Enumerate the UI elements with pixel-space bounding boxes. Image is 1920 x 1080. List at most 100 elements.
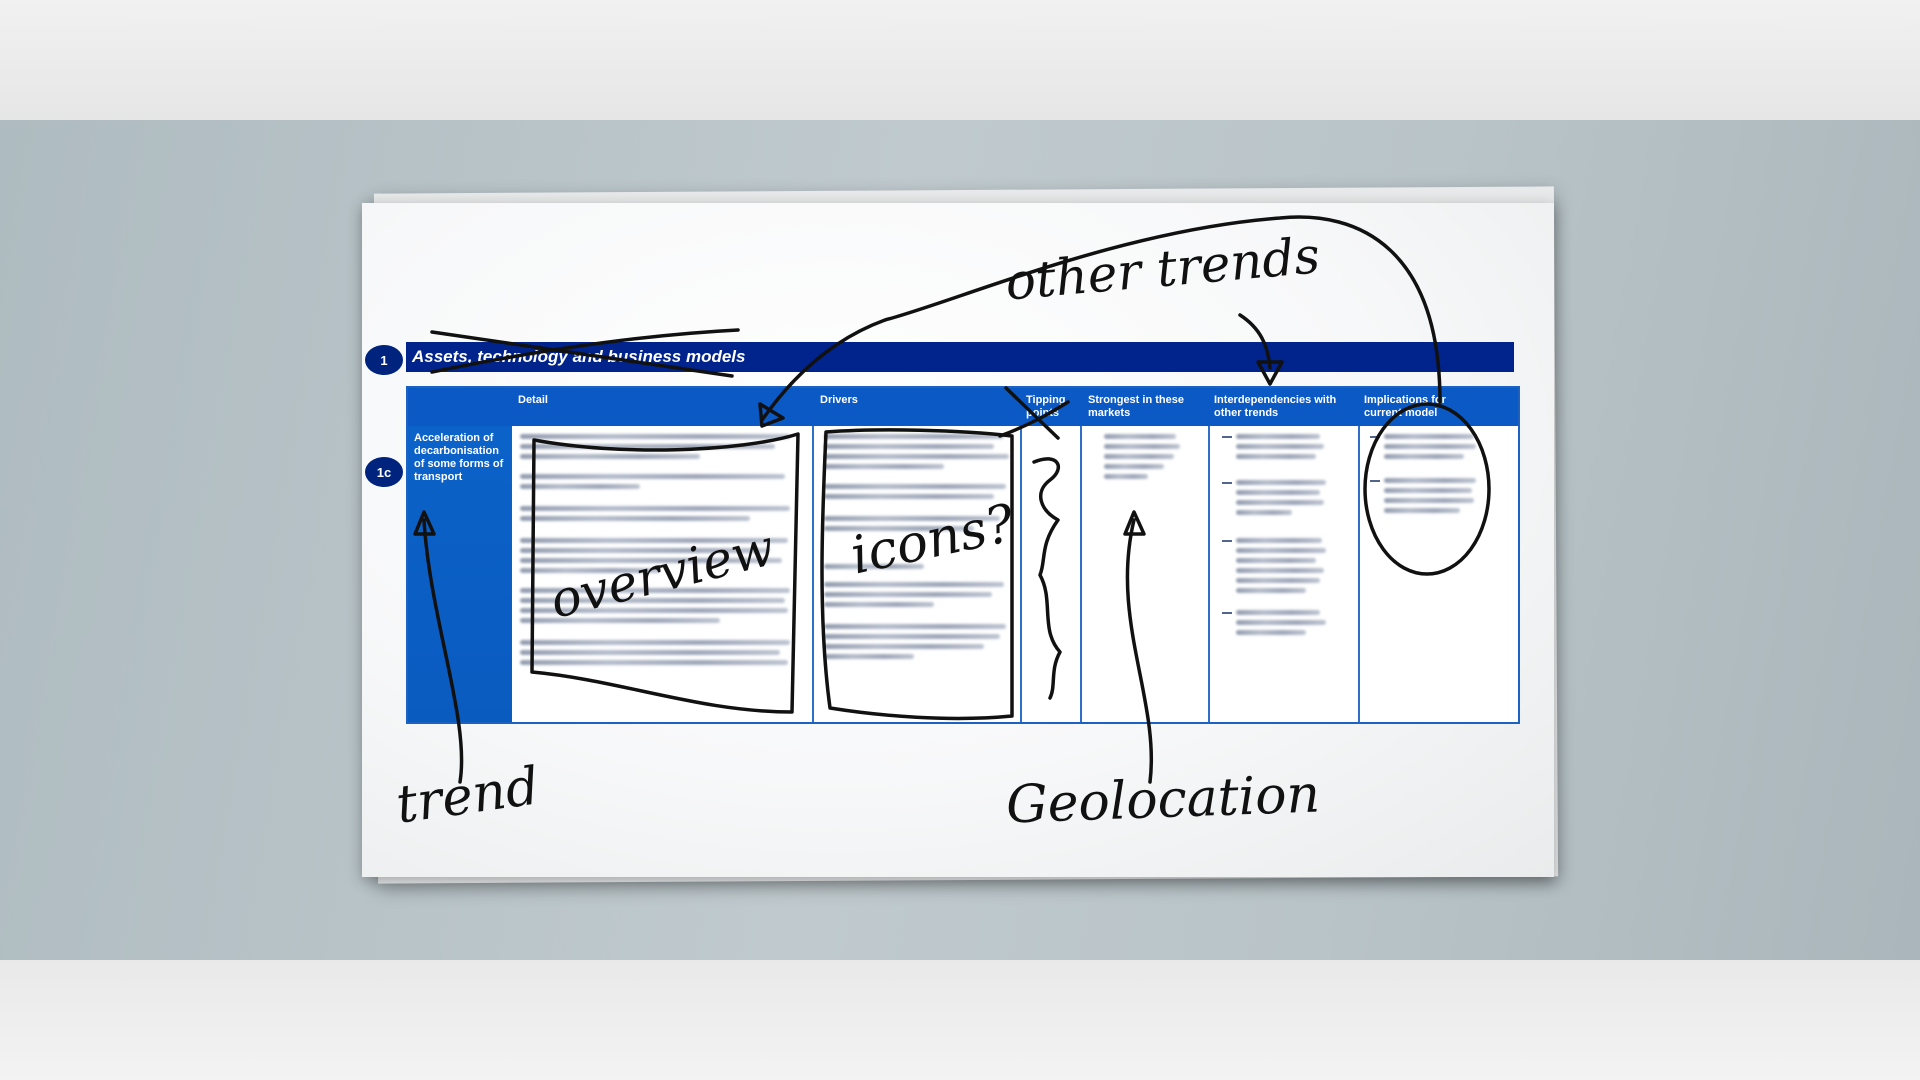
blurred-text (520, 650, 780, 655)
blurred-text (520, 538, 788, 543)
blurred-text (520, 598, 785, 603)
column-divider (1358, 426, 1360, 722)
connector-arrow (1125, 518, 1154, 784)
blurred-text (1236, 444, 1324, 449)
trend-text: Acceleration of decarbonisation of some … (414, 432, 504, 483)
row-number-badge: 1c (365, 457, 403, 487)
blurred-text (520, 618, 720, 623)
blurred-text (824, 592, 992, 597)
bottom-wall-band (0, 960, 1920, 1080)
blurred-text (520, 588, 790, 593)
blurred-text (520, 558, 782, 563)
blurred-text (1104, 454, 1174, 459)
connector-arrow (1238, 313, 1272, 370)
blurred-text (1236, 538, 1322, 543)
blurred-text (824, 624, 1006, 629)
blurred-text (520, 474, 785, 479)
blurred-text (824, 526, 974, 531)
table-header: Detail Drivers Tipping points Strongest … (408, 388, 1518, 426)
blurred-text (1236, 630, 1306, 635)
box-mark (820, 428, 1014, 721)
section-number-badge: 1 (365, 345, 403, 375)
blurred-text (824, 484, 1006, 489)
blurred-text (520, 444, 775, 449)
blurred-text (1236, 454, 1316, 459)
blurred-text (824, 564, 924, 569)
strikethrough-mark (430, 330, 734, 378)
blurred-text (1236, 620, 1326, 625)
blurred-text (1236, 568, 1324, 573)
top-wall-band (0, 0, 1920, 120)
arrow-head (1123, 510, 1146, 536)
blurred-text (1104, 474, 1148, 479)
blurred-text (824, 464, 944, 469)
blurred-text (824, 494, 994, 499)
strikethrough-mark (430, 328, 740, 374)
blurred-text (824, 444, 994, 449)
blurred-text (824, 434, 1004, 439)
blurred-text (520, 640, 790, 645)
blurred-text (1236, 490, 1320, 495)
blurred-text (824, 516, 1000, 521)
column-divider (812, 426, 814, 722)
blurred-text (520, 548, 770, 553)
strikethrough-mark (1004, 386, 1060, 440)
col-header-drivers: Drivers (820, 394, 858, 406)
blurred-text (1384, 434, 1474, 439)
blurred-text (824, 644, 984, 649)
blurred-text (1384, 488, 1472, 493)
blurred-text (1104, 434, 1176, 439)
bullet-dash (1370, 436, 1380, 438)
arrow-head (1256, 360, 1284, 386)
blurred-text (824, 582, 1004, 587)
blurred-text (520, 484, 640, 489)
blurred-text (520, 454, 700, 459)
strikethrough-mark (998, 400, 1070, 438)
trend-table: Detail Drivers Tipping points Strongest … (406, 386, 1520, 724)
blurred-text (520, 516, 750, 521)
trend-cell: Acceleration of decarbonisation of some … (408, 426, 512, 722)
bullet-dash (1222, 436, 1232, 438)
blurred-text (1384, 498, 1474, 503)
blurred-text (824, 634, 1000, 639)
circle-mark (1363, 402, 1491, 576)
blurred-text (1236, 500, 1324, 505)
blurred-text (1236, 548, 1326, 553)
bullet-dash (1370, 480, 1380, 482)
blurred-text (824, 602, 934, 607)
blurred-text (1384, 444, 1476, 449)
blurred-text (520, 608, 788, 613)
blurred-text (1236, 434, 1320, 439)
bullet-dash (1222, 612, 1232, 614)
blurred-text (520, 660, 788, 665)
squiggle-mark (1032, 457, 1062, 700)
blurred-text (1236, 510, 1292, 515)
col-header-strongest: Strongest in these markets (1088, 394, 1184, 419)
bullet-dash (1222, 482, 1232, 484)
blurred-text (1236, 588, 1306, 593)
blurred-text (1384, 478, 1476, 483)
blurred-text (1236, 578, 1320, 583)
blurred-text (1104, 444, 1180, 449)
blurred-text (520, 434, 790, 439)
col-header-interdependencies: Interdependencies with other trends (1214, 394, 1337, 419)
arrow-head (758, 402, 785, 428)
blurred-text (1236, 610, 1320, 615)
bullet-dash (1222, 540, 1232, 542)
connector-arrow (422, 518, 464, 784)
blurred-text (824, 654, 914, 659)
column-divider (1020, 426, 1022, 722)
blurred-text (824, 454, 1009, 459)
column-divider (1208, 426, 1210, 722)
blurred-text (520, 506, 790, 511)
arrow-head (413, 510, 436, 536)
blurred-text (1236, 558, 1316, 563)
column-divider (1080, 426, 1082, 722)
connector-arrow (760, 215, 1442, 422)
blurred-text (520, 568, 660, 573)
blurred-text (1384, 454, 1464, 459)
box-mark (530, 432, 800, 714)
blurred-text (1384, 508, 1460, 513)
blurred-text (1104, 464, 1164, 469)
